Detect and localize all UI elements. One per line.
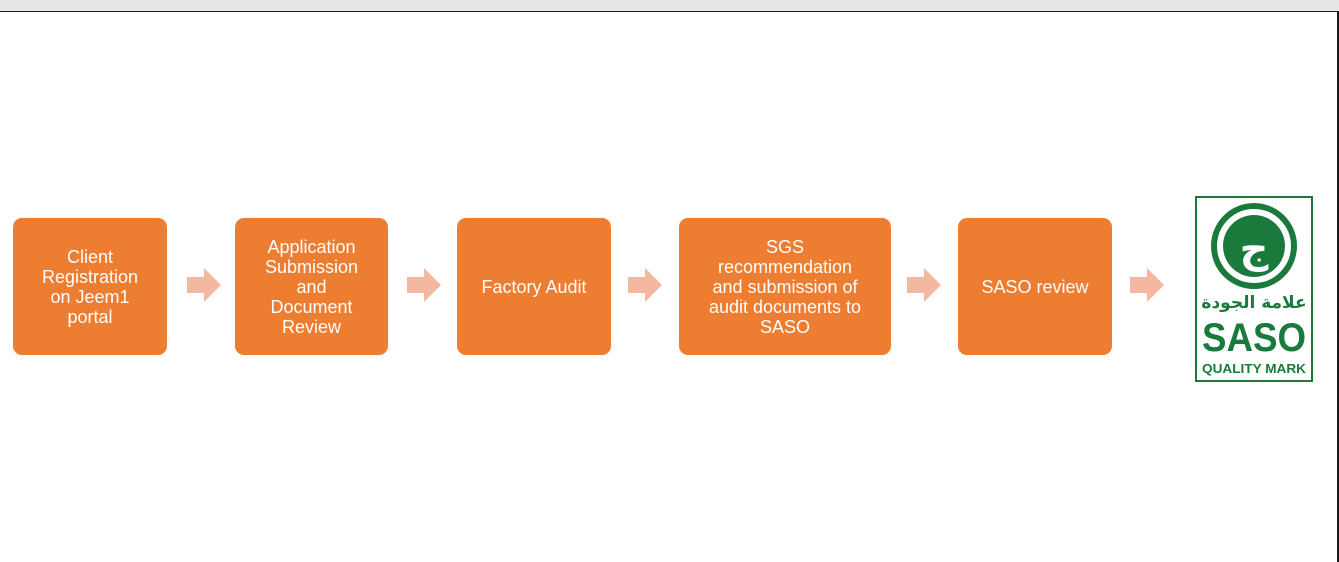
step-label: Client Registration on Jeem1 portal xyxy=(41,246,139,327)
right-arrow-icon xyxy=(187,268,221,302)
step-saso-review: SASO review xyxy=(958,218,1112,355)
saso-quality-mark-logo: ج علامة الجودة SASO QUALITY MARK xyxy=(1195,196,1313,382)
right-arrow-icon xyxy=(907,268,941,302)
logo-glyph: ج xyxy=(1240,226,1269,272)
step-label: SASO review xyxy=(981,276,1089,297)
window-top-bar xyxy=(0,0,1339,12)
right-arrow-icon xyxy=(1130,268,1164,302)
step-client-registration: Client Registration on Jeem1 portal xyxy=(13,218,167,355)
step-factory-audit: Factory Audit xyxy=(457,218,611,355)
right-border xyxy=(1337,12,1339,562)
logo-subtitle: QUALITY MARK xyxy=(1202,361,1307,376)
step-application-submission: Application Submission and Document Revi… xyxy=(235,218,388,355)
step-label: SGS recommendation and submission of aud… xyxy=(708,236,862,337)
logo-title: SASO xyxy=(1202,316,1306,360)
step-label: Factory Audit xyxy=(481,276,587,297)
logo-arabic-text: علامة الجودة xyxy=(1201,293,1306,313)
step-label: Application Submission and Document Revi… xyxy=(264,236,359,337)
right-arrow-icon xyxy=(407,268,441,302)
right-arrow-icon xyxy=(628,268,662,302)
step-sgs-recommendation: SGS recommendation and submission of aud… xyxy=(679,218,891,355)
